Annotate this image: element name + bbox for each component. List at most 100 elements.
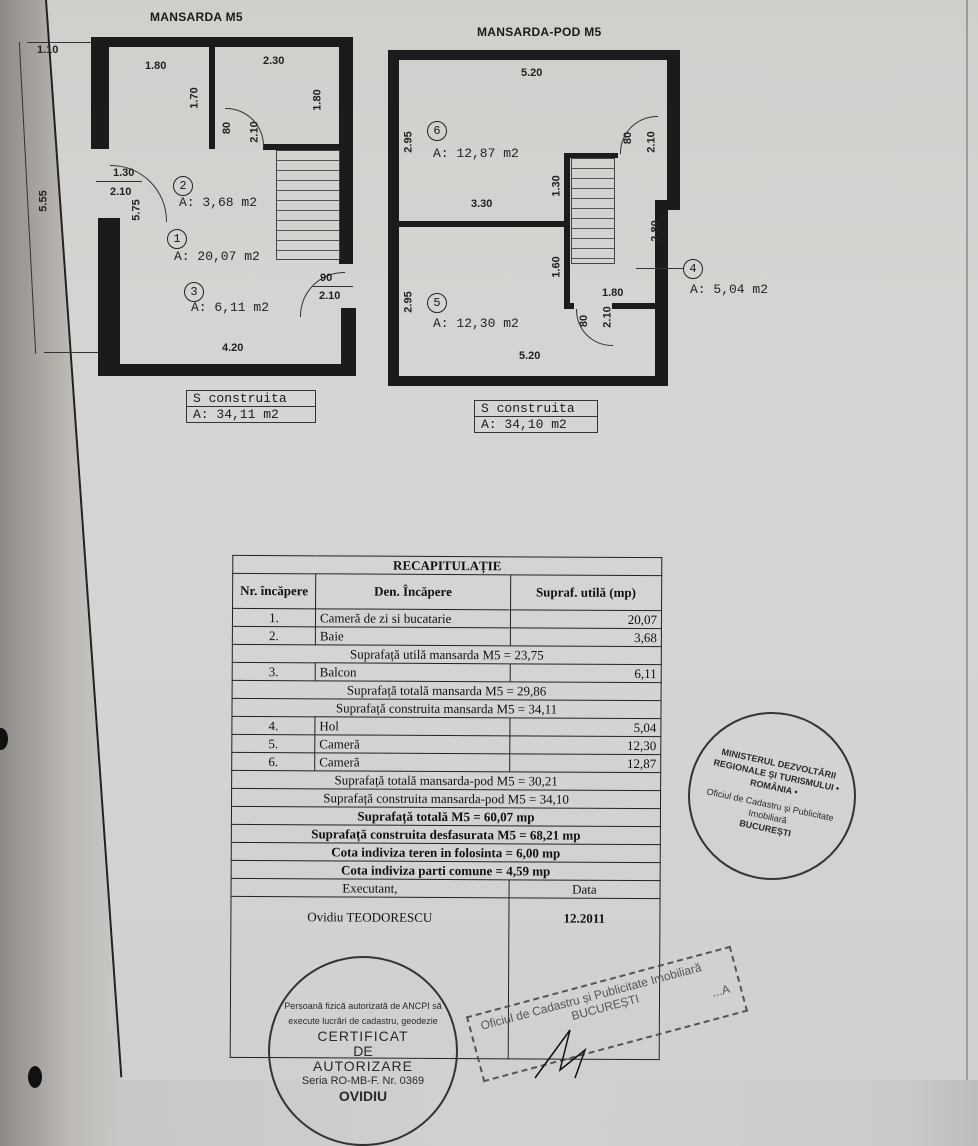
summary-text: Suprafață construita mansarda M5 = 34,11 [231, 698, 662, 719]
document-paper [45, 0, 978, 1080]
room-name: Cameră [314, 752, 510, 772]
door-height: 2.10 [319, 290, 341, 302]
stamp-text: CERTIFICAT [317, 1027, 409, 1044]
column-header: Den. Încăpere [315, 573, 511, 610]
wall [388, 376, 668, 386]
wall [263, 144, 341, 150]
dimension-label: 1.70 [188, 87, 201, 109]
room-area: 20,07 [510, 609, 662, 629]
built-area-label: S construita [481, 401, 575, 416]
wall [667, 50, 680, 210]
wall [91, 37, 109, 149]
summary-text: Suprafață construita mansarda-pod M5 = 3… [231, 788, 661, 809]
summary-text: Suprafață construita desfasurata M5 = 68… [231, 824, 661, 845]
summary-text: Suprafață utilă mansarda M5 = 23,75 [232, 644, 662, 665]
dimension-label: 2.80 [649, 220, 662, 242]
dimension-label: 2.30 [263, 55, 285, 67]
summary-row: Suprafață totală mansarda-pod M5 = 30,21 [231, 770, 661, 791]
summary-text: Suprafață totală M5 = 60,07 mp [231, 806, 661, 827]
table-row: 5. Cameră 12,30 [231, 734, 661, 755]
room-area: 5,04 [509, 717, 661, 737]
summary-row: Suprafață totală mansarda M5 = 29,86 [232, 680, 662, 701]
wall [388, 50, 680, 60]
wall [564, 153, 570, 309]
dimension-label: 2.95 [402, 131, 415, 153]
door-height: 2.10 [110, 186, 132, 198]
room-nr: 2. [232, 626, 316, 645]
executant-label: Executant, [231, 878, 509, 898]
summary-row: Suprafață totală M5 = 60,07 mp [231, 806, 661, 827]
summary-row: Suprafață construita mansarda-pod M5 = 3… [231, 788, 661, 809]
wall [98, 218, 120, 376]
built-area-box: S construita A: 34,10 m2 [474, 400, 598, 433]
table-row: 4. Hol 5,04 [231, 716, 661, 737]
dimension-label: 5.20 [519, 350, 541, 362]
door-width: 1.30 [113, 167, 135, 179]
dimension-label: 1.80 [145, 60, 167, 72]
stamp-text: OVIDIU [338, 1087, 388, 1104]
dimension-label: 5.75 [130, 199, 143, 221]
room-nr: 5. [231, 734, 315, 753]
room-name: Hol [314, 716, 510, 736]
summary-row: Suprafață construita desfasurata M5 = 68… [231, 824, 661, 845]
built-area-value: A: 34,10 m2 [475, 416, 597, 432]
stairs [276, 150, 340, 260]
stamp-text: DE [353, 1042, 373, 1059]
room-number: 5 [427, 293, 447, 313]
room-name: Balcon [315, 662, 510, 682]
room-area: A: 20,07 m2 [174, 249, 260, 264]
room-area: A: 3,68 m2 [179, 195, 258, 210]
plan-title: MANSARDA M5 [150, 10, 243, 24]
room-nr: 3. [232, 662, 316, 681]
room-area: A: 12,87 m2 [433, 146, 519, 161]
built-area-value: A: 34,11 m2 [187, 406, 315, 422]
paper-right-edge [966, 0, 968, 1080]
date-label: Data [508, 879, 661, 899]
dimension-label: 5.55 [37, 190, 50, 212]
dimension-label: 1.60 [550, 256, 563, 278]
room-area: 12,87 [509, 753, 661, 773]
room-nr: 6. [231, 752, 315, 771]
dimension-label: 5.20 [521, 67, 543, 79]
room-number: 2 [173, 176, 193, 196]
room-area: 6,11 [509, 663, 662, 683]
plan-title: MANSARDA-POD M5 [477, 25, 602, 39]
stamp-ring-text: Persoană fizică autorizată de ANCPI să e… [284, 1000, 442, 1026]
room-name: Cameră de zi si bucatarie [315, 608, 511, 628]
door-width: 80 [622, 131, 635, 145]
summary-row: Cota indiviza parti comune = 4,59 mp [231, 860, 661, 881]
room-name: Cameră [314, 734, 510, 754]
balcony-outline [44, 352, 104, 353]
balcony-outline [18, 42, 37, 354]
wall [91, 37, 353, 47]
signature-icon [534, 1029, 587, 1079]
summary-text: Cota indiviza teren in folosinta = 6,00 … [231, 842, 661, 863]
summary-text: Suprafață totală mansarda M5 = 29,86 [232, 680, 662, 701]
room-area: A: 5,04 m2 [690, 282, 769, 297]
wall [339, 44, 353, 264]
divider [96, 181, 142, 182]
room-name: Baie [315, 626, 511, 646]
divider [313, 286, 353, 287]
room-nr: 1. [232, 608, 316, 627]
room-area: A: 12,30 m2 [433, 316, 519, 331]
dimension-label: 1.80 [311, 89, 324, 111]
summary-text: Cota indiviza parti comune = 4,59 mp [231, 860, 661, 881]
dimension-label: 1.10 [37, 44, 59, 56]
dimension-label: 3.30 [471, 198, 493, 210]
balcony-outline [27, 42, 97, 43]
executant-name: Ovidiu TEODORESCU [307, 909, 433, 925]
dimension-label: 2.95 [402, 291, 415, 313]
leader-line [636, 268, 684, 269]
wall [564, 303, 574, 309]
table-row: 1. Cameră de zi si bucatarie 20,07 [232, 608, 662, 629]
dimension-label: 4.20 [222, 342, 244, 354]
door-height: 2.10 [645, 131, 658, 153]
wall [104, 364, 356, 376]
wall [399, 221, 567, 227]
dimension-label: 1.80 [602, 287, 624, 299]
door-width: 90 [320, 272, 333, 284]
table-row: 3. Balcon 6,11 [232, 662, 662, 683]
room-number: 4 [683, 259, 703, 279]
dimension-label: 1.30 [550, 175, 563, 197]
